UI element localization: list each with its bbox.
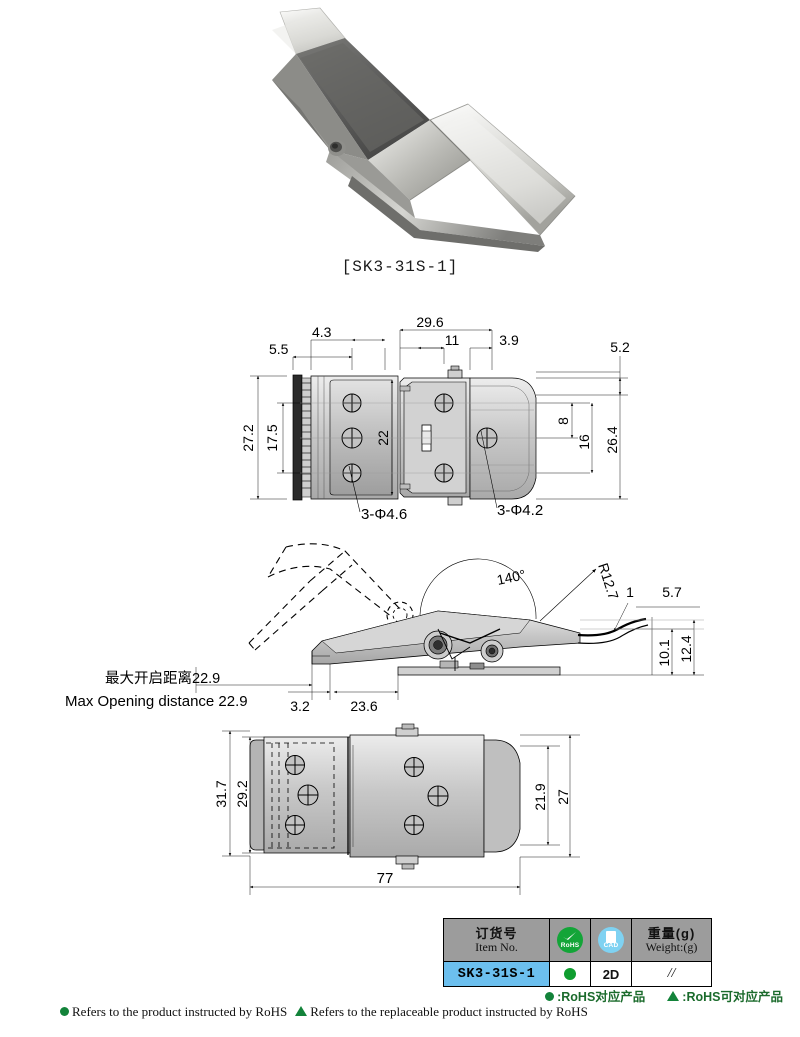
dim-31-7: 31.7 xyxy=(213,780,229,807)
side-view-drawing: 140° R12.7 1 5.7 10.1 12.4 3.2 23.6 最大开启… xyxy=(0,525,800,725)
dim-22: 22 xyxy=(375,430,391,446)
header-weight: 重量(g) Weight:(g) xyxy=(631,918,712,962)
dim-17-5: 17.5 xyxy=(264,424,280,451)
header-rohs: RoHS xyxy=(549,918,591,962)
dim-77: 77 xyxy=(377,870,394,887)
product-photo: [SK3-31S-1] xyxy=(0,0,800,300)
header-weight-en: Weight:(g) xyxy=(645,939,698,954)
header-weight-cn: 重量(g) xyxy=(647,925,696,941)
dim-27-2: 27.2 xyxy=(240,424,256,451)
bottom-view-drawing: 31.7 29.2 21.9 27 77 xyxy=(0,715,800,910)
legend-triangle-icon xyxy=(667,991,680,1001)
table-header-row: 订货号 Item No. RoHS CAD 重量(g) Weight:(g) xyxy=(443,918,712,962)
cad-icon-label: CAD xyxy=(603,942,619,950)
rohs-icon-label: RoHS xyxy=(560,942,580,950)
dim-26-4: 26.4 xyxy=(604,426,620,453)
header-item-no-en: Item No. xyxy=(475,939,518,954)
cell-rohs xyxy=(549,961,591,987)
specification-table: 订货号 Item No. RoHS CAD 重量(g) Weight:(g) xyxy=(443,918,712,987)
cell-item-no[interactable]: SK3-31S-1 xyxy=(443,961,550,987)
dim-23-6: 23.6 xyxy=(350,698,377,714)
header-item-no-cn: 订货号 xyxy=(475,925,518,941)
legend-cn-dot-text: :RoHS对应产品 xyxy=(557,990,646,1004)
dim-3-2: 3.2 xyxy=(290,698,310,714)
top-view-drawing: 5.5 4.3 29.6 11 3.9 5.2 27.2 17.5 22 8 1… xyxy=(0,300,800,530)
dim-29-6: 29.6 xyxy=(416,314,443,330)
max-opening-note-cn: 最大开启距离22.9 xyxy=(105,670,220,687)
rohs-icon: RoHS xyxy=(557,927,583,953)
dim-5-7: 5.7 xyxy=(662,584,682,600)
dim-5-2: 5.2 xyxy=(610,339,630,355)
legend-dot-icon xyxy=(545,992,555,1001)
legend-dot-icon-en xyxy=(60,1007,69,1016)
cell-weight: // xyxy=(631,961,712,987)
max-opening-note-en: Max Opening distance 22.9 xyxy=(65,693,248,710)
legend-en-tri-text: Refers to the replaceable product instru… xyxy=(310,1004,588,1019)
dim-16: 16 xyxy=(576,434,592,450)
dim-10-1: 10.1 xyxy=(656,639,672,666)
dim-27: 27 xyxy=(555,789,571,805)
legend-chinese: :RoHS对应产品 :RoHS可对应产品 xyxy=(443,986,783,1005)
legend-triangle-icon-en xyxy=(295,1006,308,1016)
legend-cn-tri-text: :RoHS可对应产品 xyxy=(682,990,783,1004)
cad-icon-doc xyxy=(606,931,616,943)
legend-en-dot-text: Refers to the product instructed by RoHS xyxy=(72,1004,288,1019)
model-caption: [SK3-31S-1] xyxy=(341,258,459,276)
dim-r12-7: R12.7 xyxy=(595,561,622,602)
header-cad: CAD xyxy=(590,918,632,962)
dim-1: 1 xyxy=(626,584,634,600)
cad-icon: CAD xyxy=(598,927,624,953)
rohs-green-dot-icon xyxy=(564,968,576,981)
dim-3-9: 3.9 xyxy=(499,332,519,348)
callout-holes-right: 3-Φ4.2 xyxy=(497,502,543,519)
dim-angle-140: 140° xyxy=(495,566,527,588)
dim-11: 11 xyxy=(445,332,460,348)
dim-5-5: 5.5 xyxy=(269,341,289,357)
callout-holes-left: 3-Φ4.6 xyxy=(361,506,407,523)
dim-8: 8 xyxy=(555,417,571,425)
cell-cad[interactable]: 2D xyxy=(590,961,632,987)
dim-4-3: 4.3 xyxy=(312,324,332,340)
legend-english: Refers to the product instructed by RoHS… xyxy=(60,1004,760,1020)
table-row[interactable]: SK3-31S-1 2D // xyxy=(443,961,712,987)
header-item-no: 订货号 Item No. xyxy=(443,918,550,962)
dim-12-4: 12.4 xyxy=(678,635,694,662)
dim-29-2: 29.2 xyxy=(234,780,250,807)
dim-21-9: 21.9 xyxy=(532,783,548,810)
